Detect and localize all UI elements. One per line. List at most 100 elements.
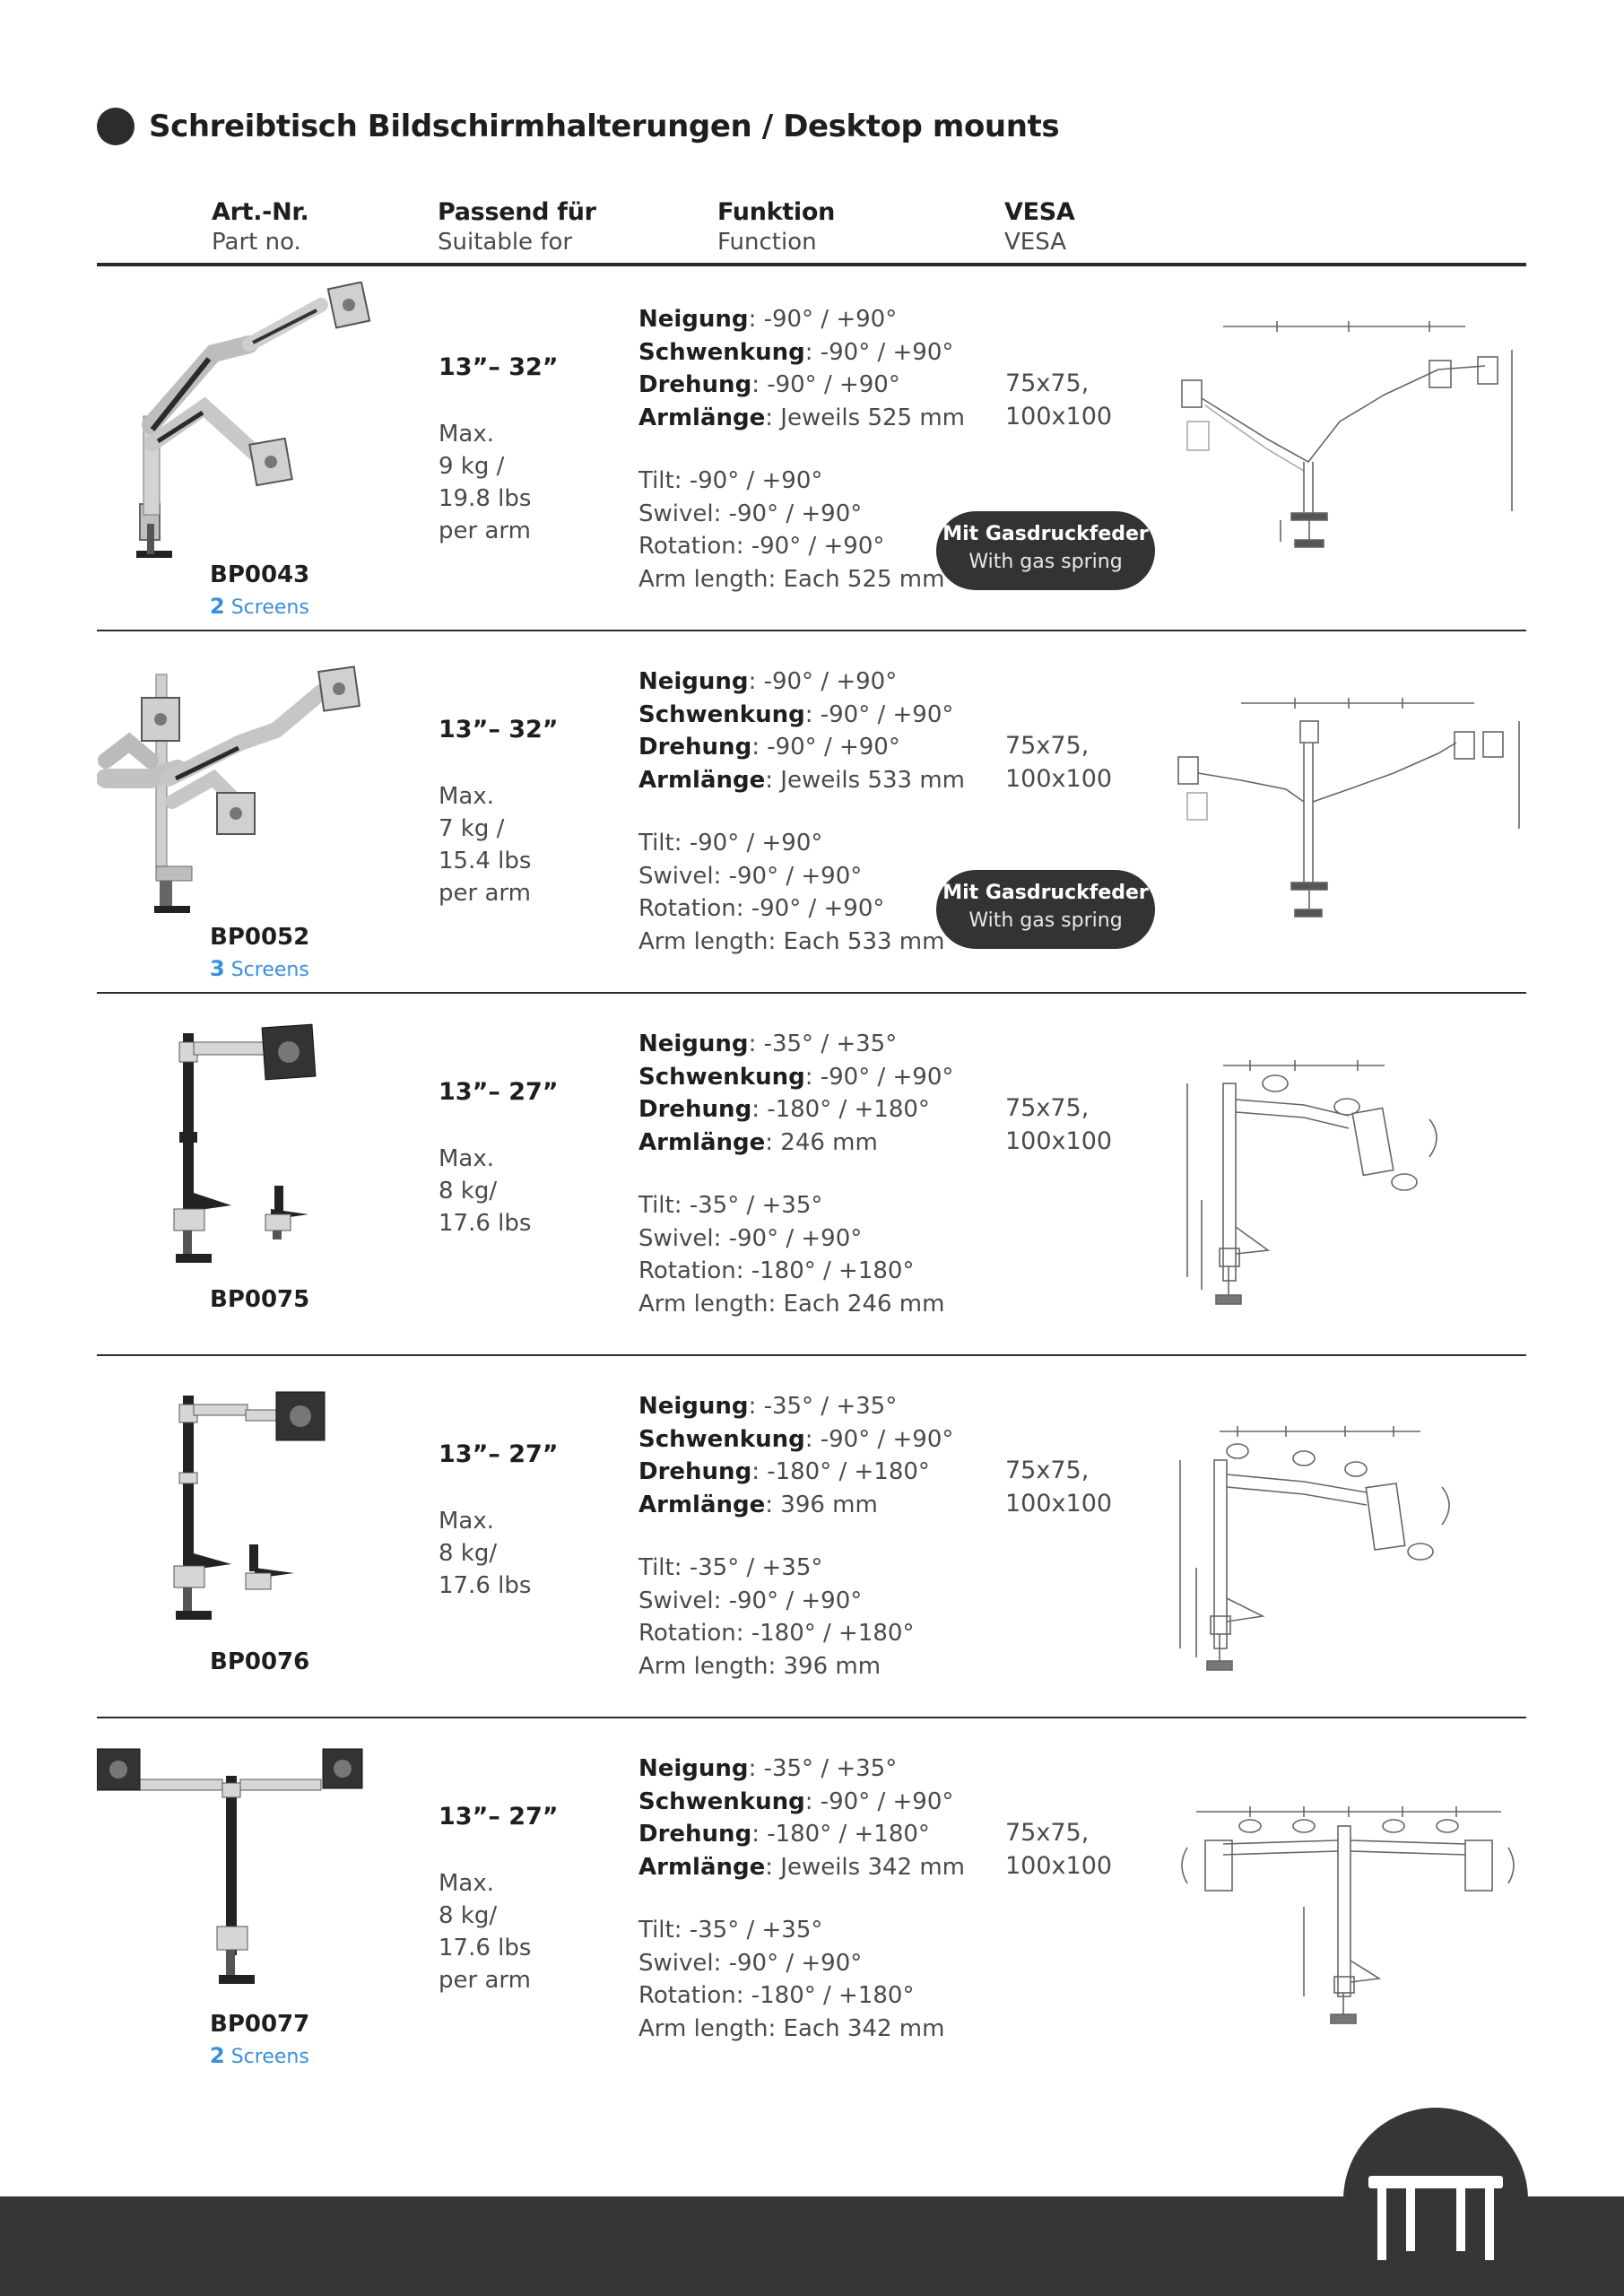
vesa-line: 100x100 (1005, 1852, 1113, 1880)
technical-drawing-bp0043 (1181, 321, 1513, 548)
max-load-line: 17.6 lbs (439, 1572, 532, 1599)
spec-value: : -90° / +90° (804, 338, 954, 366)
spec-key: Armlänge (638, 1491, 766, 1518)
spec-key: Neigung (638, 1393, 749, 1420)
header-suitable-de: Passend für (438, 198, 596, 226)
max-load-line: 9 kg / (439, 453, 505, 480)
spec-value: : -90° / +90° (751, 734, 900, 761)
screens-word: Screens (230, 959, 309, 981)
max-load-line: 17.6 lbs (439, 1210, 532, 1237)
spec-key: Neigung (638, 306, 749, 333)
vesa-pattern: 75x75, 100x100 (1005, 367, 1112, 433)
vesa-line: 75x75, (1005, 1819, 1090, 1847)
spec-value: : -35° / +35° (748, 1393, 898, 1420)
spec-key: Neigung (638, 1755, 749, 1782)
spec-de-line: Neigung: -90° / +90° (638, 665, 1033, 699)
spec-key: Schwenkung (638, 1063, 805, 1091)
spec-de-line: Schwenkung: -90° / +90° (638, 1786, 1033, 1819)
max-load-line: Max. (439, 421, 495, 448)
header-vesa: VESA VESA (1004, 197, 1075, 257)
vesa-line: 100x100 (1005, 403, 1113, 430)
screens-count: 3 (210, 956, 225, 981)
spec-de-line: Armlänge: Jeweils 533 mm (638, 764, 1033, 797)
screens-word: Screens (230, 596, 309, 619)
spec-en-line: Tilt: -90° / +90° (638, 830, 823, 857)
bullet-dot-icon (97, 108, 135, 145)
spec-key: Drehung (638, 1096, 752, 1123)
technical-drawing-bp0052 (1177, 698, 1520, 918)
max-load-line: 15.4 lbs (439, 848, 532, 874)
technical-drawing-bp0077 (1181, 1806, 1515, 2024)
spec-key: Drehung (638, 1458, 752, 1485)
spec-de-line: Drehung: -90° / +90° (638, 731, 1033, 764)
section-title-row: Schreibtisch Bildschirmhalterungen / Des… (97, 104, 1060, 149)
max-load-line: Max. (439, 1870, 495, 1897)
product-row-bp0043: BP0043 2 Screens 13”– 32” Max. 9 kg / 19… (97, 269, 1526, 631)
spec-key: Neigung (638, 668, 749, 695)
product-row-bp0076: BP0076 13”– 27” Max. 8 kg/ 17.6 lbs Neig… (97, 1356, 1526, 1718)
spec-key: Armlänge (638, 404, 766, 431)
row-divider (97, 1354, 1526, 1356)
section-title: Schreibtisch Bildschirmhalterungen / Des… (149, 109, 1060, 144)
spec-value: : Jeweils 525 mm (765, 404, 966, 431)
table-icon (1368, 2176, 1503, 2260)
vesa-pattern: 75x75, 100x100 (1005, 1816, 1112, 1883)
part-number: BP0076 (210, 1648, 310, 1675)
spec-key: Armlänge (638, 766, 766, 794)
spec-value: : -90° / +90° (748, 306, 898, 333)
spec-value: : -90° / +90° (751, 371, 900, 398)
max-load-line: 8 kg/ (439, 1902, 498, 1929)
header-part-no-de: Art.-Nr. (212, 198, 309, 226)
row-divider (97, 1717, 1526, 1718)
footer-badge (1343, 2108, 1528, 2292)
screen-size-range: 13”– 27” (439, 1440, 559, 1468)
screens-count: 2 (210, 2043, 225, 2068)
max-load: Max. 8 kg/ 17.6 lbs per arm (439, 1867, 531, 1996)
header-part-no-en: Part no. (212, 229, 301, 256)
max-load-line: per arm (439, 880, 531, 907)
screen-size-range: 13”– 32” (439, 716, 559, 744)
product-photo-dual-gas-arm (136, 282, 371, 558)
screen-size-range: 13”– 27” (439, 1078, 559, 1106)
spec-key: Armlänge (638, 1128, 766, 1156)
spec-value: : 396 mm (765, 1491, 878, 1518)
spec-en-line: Swivel: -90° / +90° (638, 862, 863, 890)
spec-de-line: Schwenkung: -90° / +90° (638, 699, 1033, 732)
spec-de-line: Schwenkung: -90° / +90° (638, 1423, 1033, 1457)
vesa-line: 75x75, (1005, 1094, 1090, 1122)
max-load-line: 19.8 lbs (439, 485, 532, 512)
function-specs: Neigung: -35° / +35° Schwenkung: -90° / … (638, 1028, 1033, 1320)
header-vesa-de: VESA (1004, 198, 1075, 226)
spec-de-line: Drehung: -180° / +180° (638, 1818, 1033, 1851)
spec-value: : -90° / +90° (748, 668, 898, 695)
spec-value: : -180° / +180° (751, 1096, 930, 1123)
row-divider (97, 992, 1526, 994)
spec-de-line: Neigung: -35° / +35° (638, 1752, 1033, 1786)
spec-de-line: Armlänge: 396 mm (638, 1489, 1033, 1522)
spec-value: : -35° / +35° (748, 1755, 898, 1782)
spec-en-line: Arm length: Each 525 mm (638, 565, 945, 593)
max-load: Max. 7 kg / 15.4 lbs per arm (439, 780, 531, 909)
spec-en-line: Arm length: Each 342 mm (638, 2014, 945, 2042)
spec-en-line: Arm length: Each 246 mm (638, 1290, 945, 1318)
spec-de-line: Schwenkung: -90° / +90° (638, 1061, 1033, 1094)
spec-key: Armlänge (638, 1853, 766, 1881)
product-photo-double-arm-pole-mount (173, 1391, 326, 1620)
vesa-pattern: 75x75, 100x100 (1005, 1091, 1112, 1158)
spec-key: Drehung (638, 734, 752, 761)
spec-en-line: Rotation: -90° / +90° (638, 533, 885, 560)
gas-spring-en: With gas spring (968, 909, 1123, 932)
spec-de-line: Neigung: -90° / +90° (638, 303, 1033, 336)
header-function: Funktion Function (717, 197, 835, 257)
spec-value: : -90° / +90° (804, 700, 954, 728)
spec-en-line: Tilt: -90° / +90° (638, 467, 823, 494)
max-load: Max. 8 kg/ 17.6 lbs (439, 1505, 531, 1602)
function-specs: Neigung: -35° / +35° Schwenkung: -90° / … (638, 1390, 1033, 1683)
product-row-bp0075: BP0075 13”– 27” Max. 8 kg/ 17.6 lbs Neig… (97, 994, 1526, 1356)
technical-drawing-bp0075 (1186, 1060, 1437, 1305)
spec-en-line: Rotation: -180° / +180° (638, 1257, 915, 1284)
max-load-line: per arm (439, 517, 531, 544)
spec-de-line: Drehung: -180° / +180° (638, 1093, 1033, 1126)
header-vesa-en: VESA (1004, 229, 1066, 256)
spec-en-line: Tilt: -35° / +35° (638, 1554, 823, 1581)
